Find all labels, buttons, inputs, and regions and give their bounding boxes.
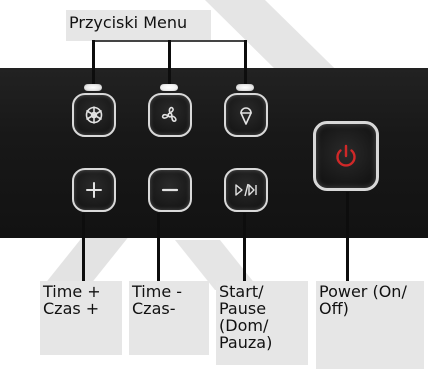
leader-line-power: [346, 192, 349, 281]
ice-cream-button[interactable]: [224, 93, 268, 137]
power-icon: [336, 144, 356, 167]
play-pause-icon: [235, 183, 257, 197]
fan-icon: [161, 106, 177, 122]
time-minus-button[interactable]: [148, 168, 192, 212]
power-label: Power (On/ Off): [316, 281, 424, 369]
time-minus-label: Time - Czas-: [129, 281, 209, 355]
mode-button[interactable]: [148, 93, 192, 137]
menu-buttons-label: Przyciski Menu: [66, 10, 211, 41]
leader-line-start-pause: [243, 213, 246, 281]
power-button[interactable]: [313, 121, 379, 191]
led-indicator-3: [236, 84, 254, 91]
start-pause-button[interactable]: [224, 168, 268, 212]
led-indicator-2: [160, 84, 178, 91]
led-indicator-1: [84, 84, 102, 91]
start-pause-label: Start/ Pause (Dom/ Pauza): [216, 281, 308, 365]
snowflake-icon: [85, 106, 103, 124]
connector-line-3: [244, 40, 247, 85]
fan-speed-button[interactable]: [72, 93, 116, 137]
time-plus-label: Time + Czas +: [40, 281, 122, 355]
connector-line-2: [168, 40, 171, 85]
ice-cream-cone-icon: [240, 107, 252, 125]
minus-icon: [161, 188, 179, 192]
leader-line-time-plus: [82, 213, 85, 281]
plus-icon: [86, 182, 102, 198]
connector-line-1: [92, 40, 95, 85]
time-plus-button[interactable]: [72, 168, 116, 212]
leader-line-time-minus: [157, 213, 160, 281]
